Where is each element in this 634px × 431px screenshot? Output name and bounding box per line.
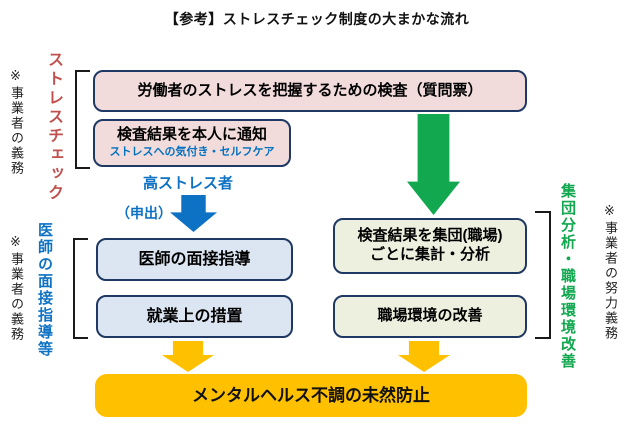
green-down-arrow-icon [407,114,460,215]
box-notify-result: 検査結果を本人に通知 ストレスへの気付き・セルフケア [93,119,291,167]
gold-down-arrow-right-icon [398,341,450,372]
box-work-measures: 就業上の措置 [96,295,293,338]
label-employer-effort-duty: ※事業者の努力義務 [603,203,618,341]
bracket-doctor-interview [73,238,88,339]
box-outcome-text: メンタルヘルス不調の未然防止 [192,385,430,405]
label-high-stress: 高ストレス者 [143,175,234,192]
box-notify-result-subtext: ストレスへの気付き・セルフケア [109,146,275,158]
blue-down-arrow-icon [170,195,217,232]
bracket-group-analysis [535,211,551,339]
label-group-analysis: 集団分析・職場環境改善 [559,182,576,370]
box-group-analysis-line1: 検査結果を集団(職場) [357,227,503,245]
box-work-measures-text: 就業上の措置 [146,307,243,325]
label-stress-check: ストレスチェック [45,51,62,203]
box-outcome: メンタルヘルス不調の未然防止 [95,374,527,417]
label-employer-duty-top: ※事業者の義務 [9,68,24,176]
box-workplace-improvement: 職場環境の改善 [333,295,527,338]
label-employer-duty-bottom: ※事業者の義務 [9,234,24,342]
box-stress-survey-text: 労働者のストレスを把握するための検査（質問票） [137,81,483,99]
box-doctor-interview-text: 医師の面接指導 [138,250,251,268]
bracket-stress-check [75,70,90,169]
label-doctor-interview-group: 医師の面接指導等 [36,222,53,358]
gold-down-arrow-left-icon [162,341,214,372]
label-application: （申出） [116,205,172,221]
box-group-analysis-line2: ごとに集計・分析 [369,246,490,263]
page-title: 【参考】ストレスチェック制度の大まかな流れ [164,11,470,27]
box-workplace-improvement-text: 職場環境の改善 [377,307,483,325]
box-group-analysis: 検査結果を集団(職場) ごとに集計・分析 [333,218,527,274]
box-notify-result-text: 検査結果を本人に通知 [116,126,267,144]
box-doctor-interview: 医師の面接指導 [96,238,293,281]
box-stress-survey: 労働者のストレスを把握するための検査（質問票） [93,70,527,112]
